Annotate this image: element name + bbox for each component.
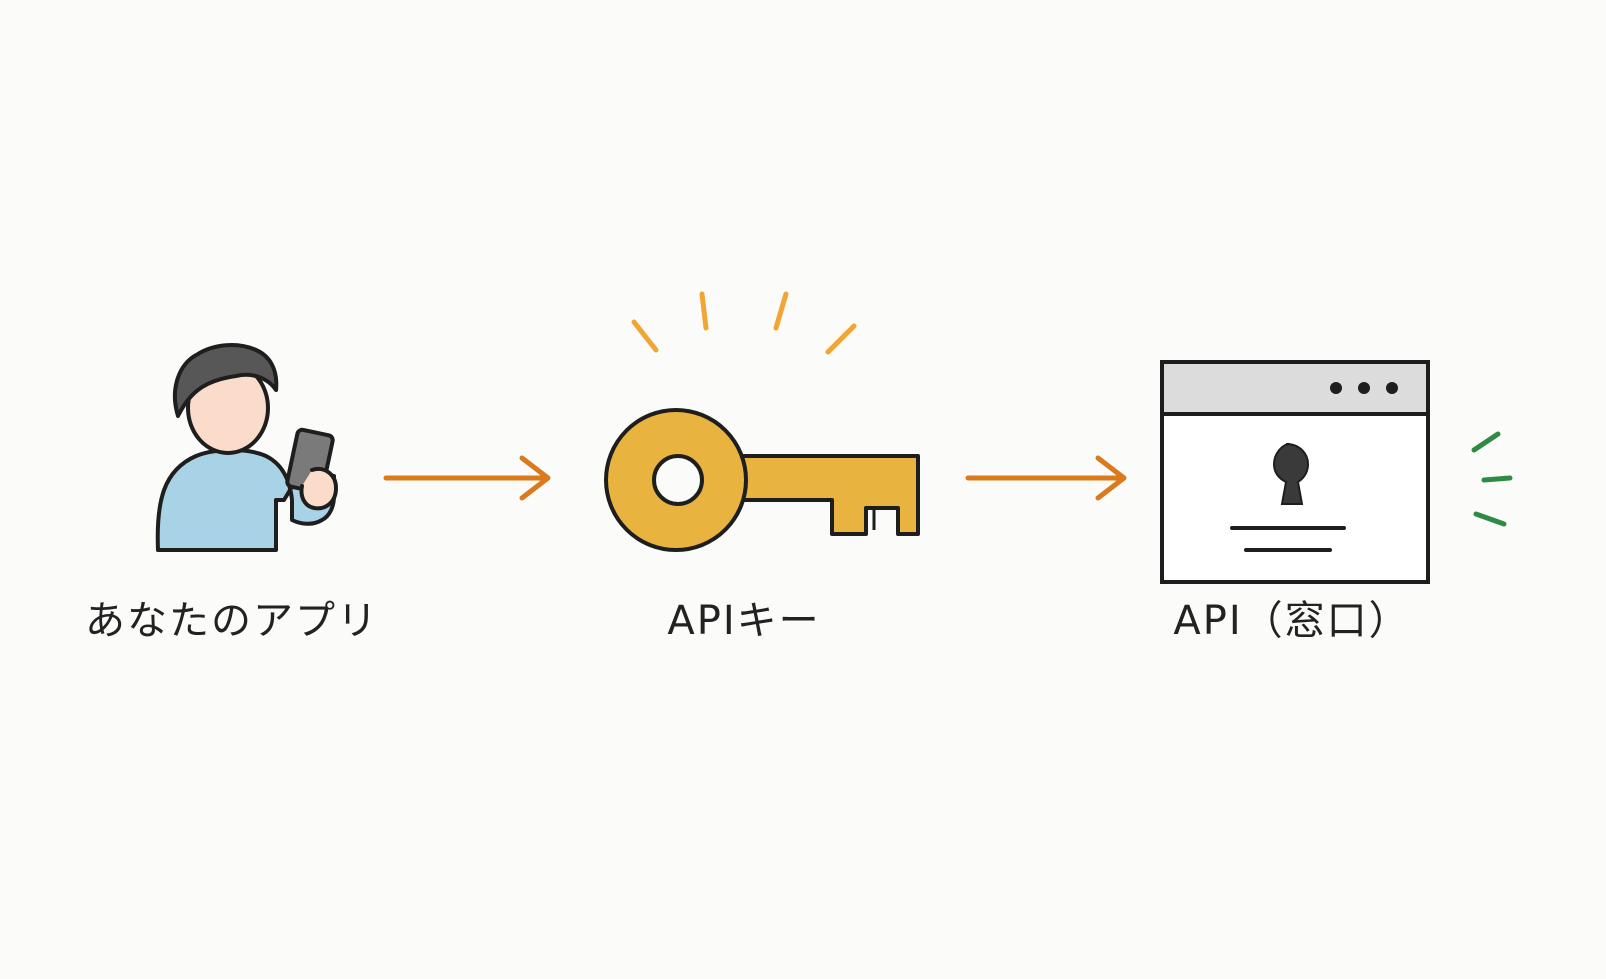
label-your-app: あなたのアプリ [85,598,379,644]
person-with-phone-icon [155,343,338,552]
person-hair [172,343,279,418]
window-dot [1386,382,1398,394]
signal-lines [1471,431,1513,527]
label-api-window: API（窓口） [1173,598,1411,644]
arrow-key-to-api [965,455,1127,501]
key-hole [652,454,704,506]
key-icon [604,408,920,552]
window-title-bar [1160,360,1430,416]
keyhole-icon [1272,443,1310,505]
window-dot [1358,382,1370,394]
window-dot [1330,382,1342,394]
sparkle-lines [631,291,857,355]
arrow-app-to-key [383,455,551,501]
browser-window-lock-icon [1160,360,1430,584]
label-api-key: APIキー [667,598,821,644]
key-shaft [732,454,920,536]
person-hand [299,467,338,511]
